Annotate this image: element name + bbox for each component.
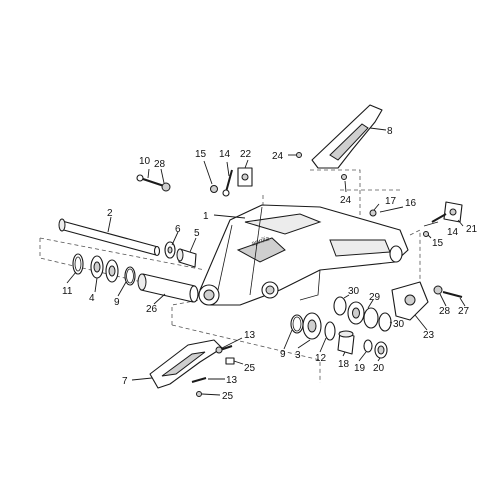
callout-29: 29 bbox=[369, 292, 381, 303]
callout-13-top: 13 bbox=[244, 330, 256, 341]
part-nut-20 bbox=[374, 341, 388, 359]
part-screw-15-right bbox=[423, 231, 429, 237]
callout-17: 17 bbox=[385, 196, 397, 207]
part-bushing-5 bbox=[176, 248, 197, 268]
part-seal-12 bbox=[324, 321, 336, 341]
part-chain-guide-lower bbox=[149, 339, 223, 389]
part-plate-22 bbox=[237, 167, 253, 187]
callout-24-top: 24 bbox=[272, 151, 284, 162]
callout-25-bottom: 25 bbox=[222, 391, 234, 402]
part-ring-30-right bbox=[378, 312, 392, 332]
callout-6: 6 bbox=[175, 224, 181, 235]
callout-7: 7 bbox=[122, 376, 128, 387]
callout-25-top: 25 bbox=[244, 363, 256, 374]
callout-21: 21 bbox=[466, 224, 478, 235]
part-screw-13-top bbox=[215, 345, 233, 354]
part-nut-28-right bbox=[433, 285, 443, 295]
part-screw-13-bottom bbox=[191, 377, 207, 383]
callout-11: 11 bbox=[62, 286, 73, 297]
callout-12: 12 bbox=[315, 353, 327, 364]
part-swingarm: aprilia bbox=[198, 204, 409, 306]
callout-15-right: 15 bbox=[432, 238, 444, 249]
part-bolt-27 bbox=[442, 291, 463, 298]
part-bushing-18 bbox=[337, 330, 355, 355]
callout-3: 3 bbox=[295, 350, 301, 361]
callout-10: 10 bbox=[139, 156, 151, 167]
callout-16: 16 bbox=[405, 198, 417, 209]
part-axle bbox=[58, 218, 161, 257]
part-clip-25-top bbox=[225, 357, 235, 365]
part-bolt-10 bbox=[136, 174, 171, 192]
callout-4: 4 bbox=[89, 293, 95, 304]
callout-2: 2 bbox=[107, 208, 113, 219]
part-screw-15-top bbox=[210, 185, 218, 193]
part-screw-24-top bbox=[296, 152, 302, 158]
part-bolt-14-right bbox=[431, 213, 447, 223]
callout-14-right: 14 bbox=[447, 227, 459, 238]
callout-30-top: 30 bbox=[348, 286, 360, 297]
callout-22: 22 bbox=[240, 149, 252, 160]
part-bushing-6 bbox=[164, 241, 176, 259]
leader-lines bbox=[66, 127, 466, 396]
part-bearing-3 bbox=[302, 312, 322, 340]
part-spacer-tube bbox=[137, 273, 199, 303]
part-bolt-14-top bbox=[222, 169, 233, 197]
callout-26: 26 bbox=[146, 304, 158, 315]
callout-14-top: 14 bbox=[219, 149, 231, 160]
callout-28-right: 28 bbox=[439, 306, 451, 317]
callout-20: 20 bbox=[373, 363, 385, 374]
callout-27: 27 bbox=[458, 306, 470, 317]
part-washer-19 bbox=[363, 339, 373, 353]
part-oring-left bbox=[124, 266, 136, 286]
callout-1: 1 bbox=[203, 211, 209, 222]
part-bearings-left bbox=[90, 255, 119, 283]
callout-18: 18 bbox=[338, 359, 350, 370]
part-plate-21 bbox=[443, 201, 463, 223]
part-oring-right bbox=[290, 314, 304, 334]
callout-labels: 1 2 3 4 5 6 7 8 9 9 10 11 12 13 13 14 14… bbox=[62, 126, 478, 402]
callout-24-mid: 24 bbox=[340, 195, 352, 206]
callout-15-top: 15 bbox=[195, 149, 207, 160]
callout-13-bottom: 13 bbox=[226, 375, 238, 386]
part-screw-17 bbox=[369, 209, 377, 217]
part-circlip-left bbox=[72, 253, 84, 275]
callout-19: 19 bbox=[354, 363, 366, 374]
part-clip-25-bottom bbox=[196, 391, 202, 397]
callout-9-left: 9 bbox=[114, 297, 120, 308]
callout-8: 8 bbox=[387, 126, 393, 137]
callout-28-top: 28 bbox=[154, 159, 166, 170]
part-bearing-29 bbox=[347, 301, 379, 329]
callout-5: 5 bbox=[194, 228, 200, 239]
part-ring-30-left bbox=[333, 296, 347, 316]
callout-30-right: 30 bbox=[393, 319, 405, 330]
part-plate-23 bbox=[391, 281, 429, 321]
callout-23: 23 bbox=[423, 330, 435, 341]
part-chain-guard-upper bbox=[311, 104, 383, 169]
callout-9-right: 9 bbox=[280, 349, 286, 360]
part-screw-24-mid bbox=[341, 174, 347, 180]
